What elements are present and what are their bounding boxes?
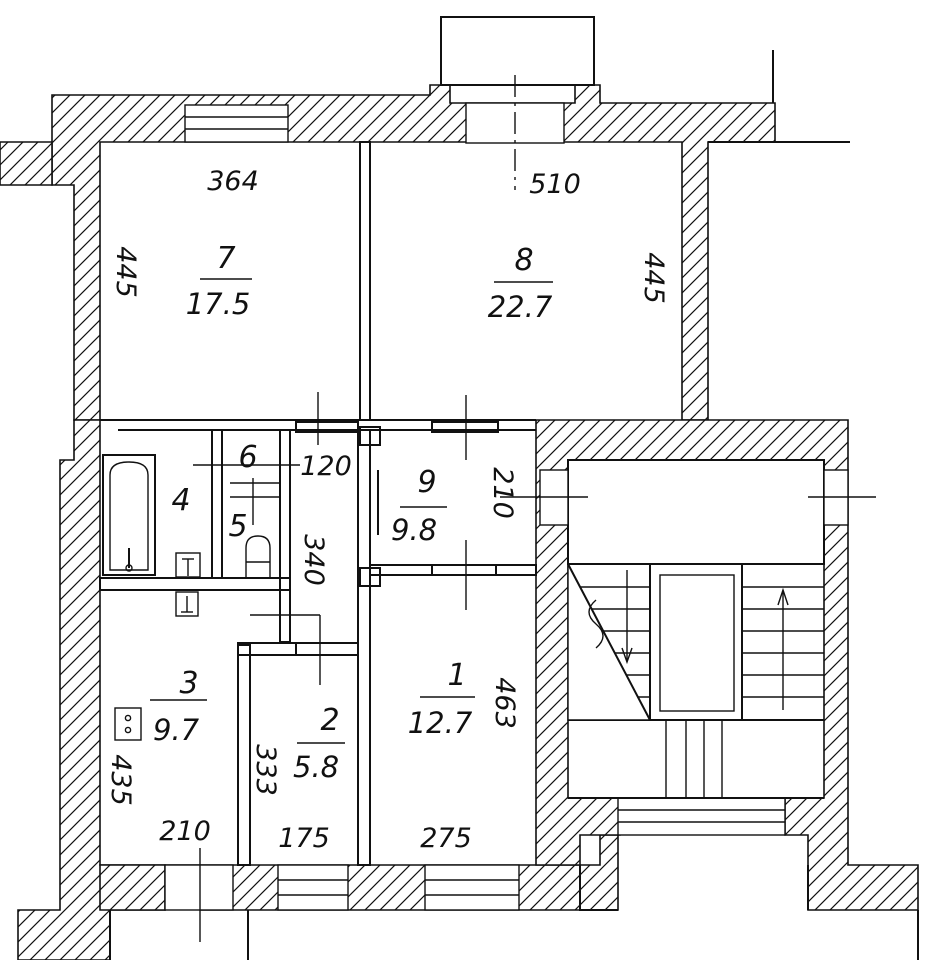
windows bbox=[164, 104, 786, 911]
dim-room-3-width: 210 bbox=[159, 816, 211, 847]
stair-flight-left bbox=[567, 563, 652, 721]
dim-room-1-depth: 463 bbox=[489, 677, 520, 729]
dim-room-1-width: 275 bbox=[420, 823, 472, 854]
window-room-7 bbox=[184, 104, 289, 143]
room-7-area: 17.5 bbox=[186, 287, 251, 321]
room-1-number: 1 bbox=[447, 658, 466, 693]
left-upper-wall bbox=[0, 141, 53, 186]
room-9-number: 9 bbox=[417, 465, 436, 500]
bathtub bbox=[102, 454, 156, 576]
room-3-number: 3 bbox=[179, 666, 198, 701]
room-2-number: 2 bbox=[320, 703, 339, 738]
dim-room-8-depth: 445 bbox=[638, 252, 669, 304]
room-2-area: 5.8 bbox=[293, 750, 339, 784]
dim-corridor-length: 340 bbox=[298, 534, 329, 586]
room-8-number: 8 bbox=[514, 243, 533, 278]
dim-room-7-depth: 445 bbox=[110, 246, 141, 298]
top-balcony bbox=[440, 16, 595, 190]
room-9-area: 9.8 bbox=[391, 513, 437, 547]
dim-room-2-width: 175 bbox=[278, 823, 330, 854]
dim-room-2-depth: 333 bbox=[250, 744, 281, 796]
room-7-number: 7 bbox=[216, 241, 235, 276]
exterior-lines bbox=[109, 50, 919, 960]
dim-room-6-width: 120 bbox=[300, 451, 352, 482]
stair-flight-right bbox=[742, 586, 824, 710]
room-5-number: 5 bbox=[228, 509, 247, 544]
dim-room-3-depth: 435 bbox=[105, 754, 136, 806]
dim-room-9-depth: 210 bbox=[487, 467, 518, 519]
room-4-number: 4 bbox=[171, 483, 190, 518]
dim-room-8-width: 510 bbox=[529, 169, 581, 200]
reference-lines bbox=[193, 392, 876, 942]
room-labels: 7 17.5 8 22.7 6 4 5 9 9.8 3 9.7 2 5.8 1 … bbox=[153, 241, 553, 784]
fraction-bars bbox=[150, 278, 553, 744]
window-staircase bbox=[617, 797, 786, 836]
room-6-number: 6 bbox=[238, 440, 257, 475]
door-opening-room-3 bbox=[164, 864, 234, 911]
dimension-labels: 364 510 445 445 120 340 210 463 435 333 … bbox=[105, 166, 669, 854]
stair-landing-steps bbox=[665, 720, 723, 798]
room-1-area: 12.7 bbox=[408, 706, 473, 740]
stove bbox=[114, 707, 142, 741]
staircase bbox=[539, 459, 849, 799]
dim-room-7-width: 364 bbox=[207, 166, 259, 197]
window-room-1 bbox=[424, 864, 520, 911]
room-3-area: 9.7 bbox=[153, 713, 200, 747]
sink-bathroom bbox=[175, 552, 201, 578]
toilet bbox=[245, 535, 271, 579]
sink-kitchen bbox=[175, 591, 199, 617]
window-room-2 bbox=[277, 864, 349, 911]
room-8-area: 22.7 bbox=[488, 290, 553, 324]
